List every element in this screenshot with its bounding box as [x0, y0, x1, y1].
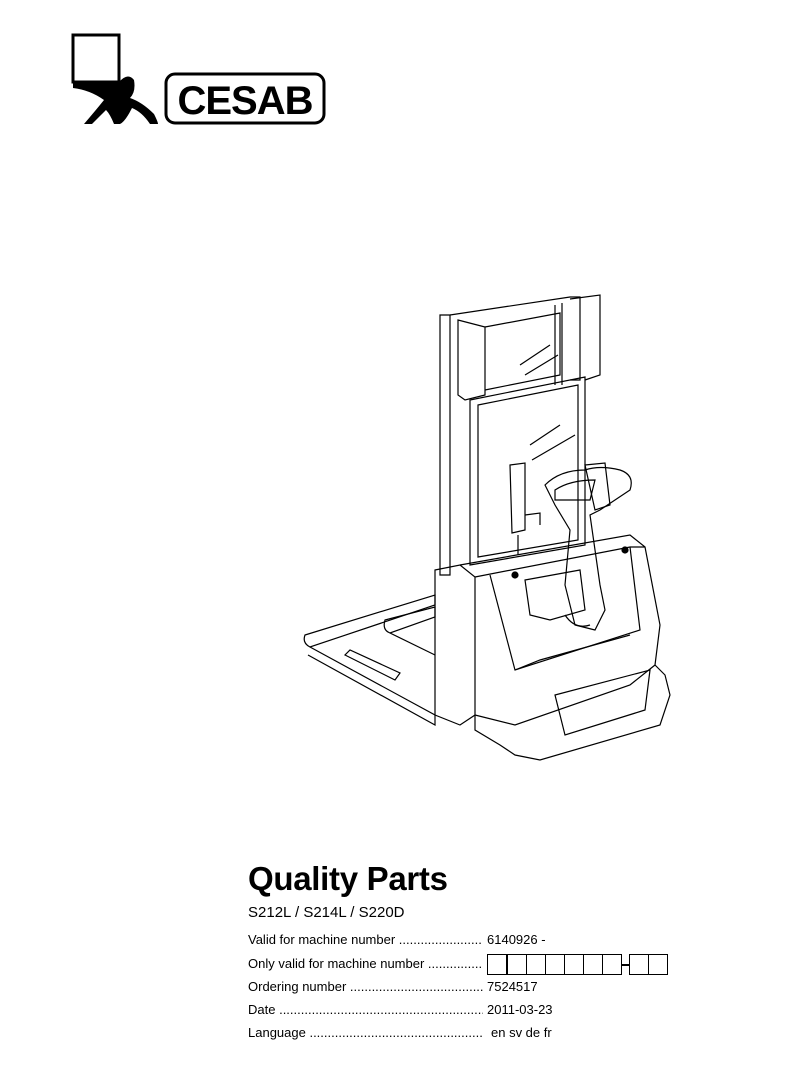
stacker-truck-illustration — [303, 294, 671, 761]
digit-box — [648, 954, 668, 975]
field-ordering-number: Ordering number 7524517 — [248, 979, 668, 997]
digit-box — [526, 954, 546, 975]
digit-box — [545, 954, 565, 975]
digit-box — [507, 954, 527, 975]
machine-number-boxes — [487, 954, 668, 975]
field-label: Language — [248, 1025, 483, 1040]
field-date: Date 2011-03-23 — [248, 1002, 668, 1020]
cesab-logo: CESAB — [71, 33, 326, 125]
field-valid-machine-number: Valid for machine number 6140926 - — [248, 932, 668, 950]
digit-box — [583, 954, 603, 975]
field-label: Date — [248, 1002, 483, 1017]
field-value: 6140926 - — [487, 932, 546, 947]
digit-box — [629, 954, 649, 975]
field-label: Valid for machine number — [248, 932, 483, 947]
field-value: 7524517 — [487, 979, 538, 994]
digit-box — [564, 954, 584, 975]
svg-text:CESAB: CESAB — [177, 79, 312, 123]
field-value: 2011-03-23 — [487, 1002, 553, 1017]
field-only-valid-machine-number: Only valid for machine number — [248, 956, 668, 974]
model-list: S212L / S214L / S220D — [248, 904, 405, 921]
document-title: Quality Parts — [248, 860, 448, 897]
field-value: en sv de fr — [491, 1025, 552, 1040]
field-label: Only valid for machine number — [248, 956, 483, 971]
separator-dash — [622, 963, 629, 966]
field-language: Language en sv de fr — [248, 1025, 668, 1043]
digit-box — [487, 954, 508, 975]
digit-box — [602, 954, 622, 975]
field-label: Ordering number — [248, 979, 483, 994]
